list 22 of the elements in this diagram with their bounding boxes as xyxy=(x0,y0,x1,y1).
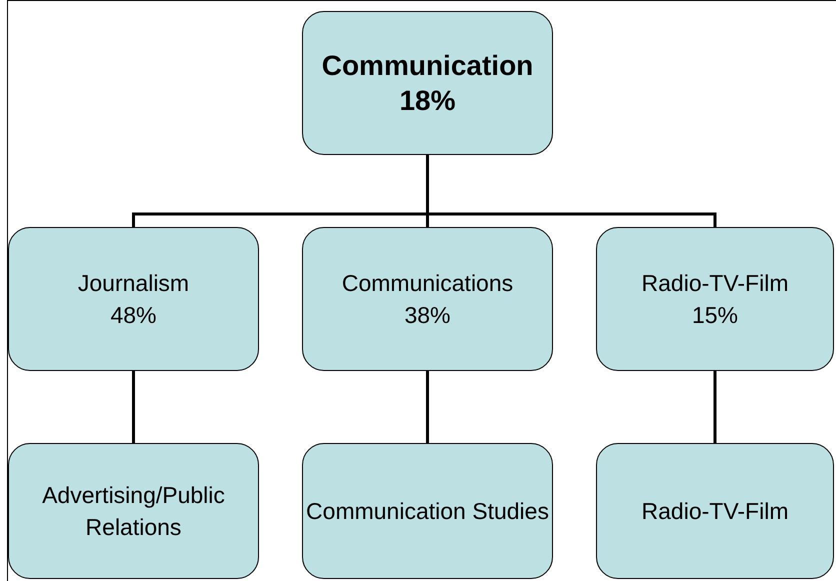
box-label: 15% xyxy=(692,301,738,330)
box-label: 48% xyxy=(110,301,157,330)
org-box xyxy=(8,443,259,579)
box-label: Communication Studies xyxy=(306,496,549,526)
connector-line xyxy=(714,371,716,443)
org-box xyxy=(302,227,553,371)
org-box xyxy=(596,443,834,579)
box-label: Advertising/Public Relations xyxy=(41,480,226,542)
box-label: Journalism xyxy=(78,268,190,298)
box-label: Communications xyxy=(342,268,514,298)
box-label: 18% xyxy=(399,84,456,118)
connector-line xyxy=(132,371,135,443)
box-label: Communication xyxy=(322,49,534,83)
org-box xyxy=(302,443,553,579)
connector-line xyxy=(426,371,429,443)
org-box xyxy=(596,227,834,371)
connector-line xyxy=(426,155,716,227)
box-label: 38% xyxy=(404,301,451,330)
box-label: Radio-TV-Film xyxy=(642,268,788,298)
org-box xyxy=(302,11,553,155)
org-box xyxy=(8,227,259,371)
box-label: Radio-TV-Film xyxy=(642,496,788,526)
